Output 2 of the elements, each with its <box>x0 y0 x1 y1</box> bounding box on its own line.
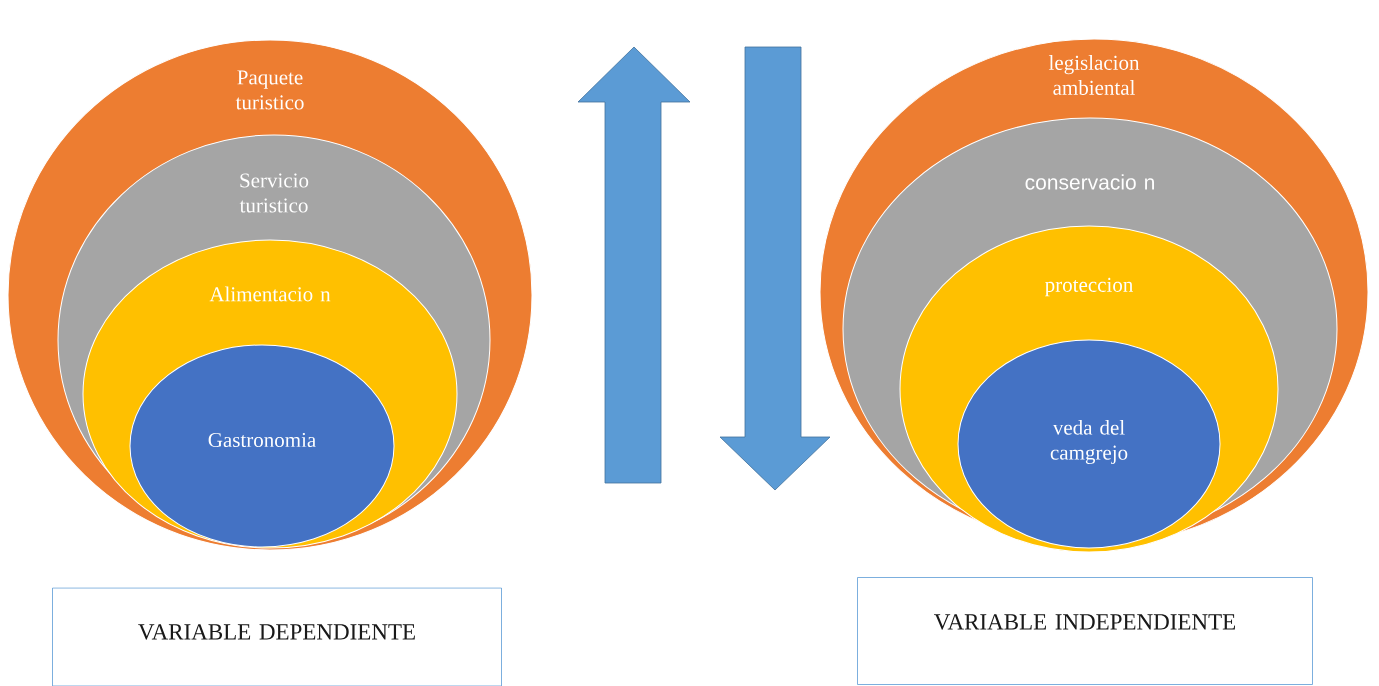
label-box: VARIABLE DEPENDIENTE <box>52 587 502 686</box>
label-box: VARIABLE INDEPENDIENTE <box>857 577 1313 685</box>
